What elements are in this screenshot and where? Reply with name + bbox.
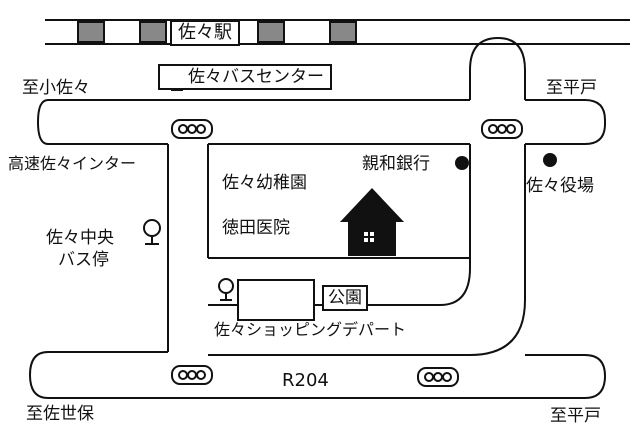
destination-hirado-bottom: 至平戸	[550, 406, 601, 426]
traffic-light-icon	[171, 119, 213, 139]
traffic-light-icon	[171, 365, 213, 385]
route-label: R204	[282, 370, 329, 391]
clinic-label: 徳田医院	[222, 218, 290, 238]
bus-stop-label-line2: バス停	[58, 250, 109, 270]
location-dot-icon	[455, 156, 469, 170]
destination-kosaza: 至小佐々	[22, 78, 90, 98]
bus-center-label: 佐々バスセンター	[158, 64, 332, 90]
bus-stop-icon	[218, 278, 234, 301]
highway-interchange: 高速佐々インター	[8, 154, 137, 173]
bus-stop-label-line1: 佐々中央	[46, 228, 114, 248]
station-label: 佐々駅	[170, 20, 240, 46]
town-office-label: 佐々役場	[526, 176, 594, 196]
bank-label: 親和銀行	[362, 154, 430, 174]
railway-track	[45, 19, 630, 45]
park-label: 公園	[322, 285, 368, 311]
traffic-light-icon	[417, 367, 459, 387]
traffic-light-icon	[481, 119, 523, 139]
bus-stop-icon	[143, 219, 161, 245]
destination-hirado-top: 至平戸	[546, 78, 597, 98]
department-store-label: 佐々ショッピングデパート	[214, 320, 407, 339]
destination-sasebo: 至佐世保	[26, 404, 94, 424]
kindergarten-label: 佐々幼稚園	[222, 173, 307, 193]
location-dot-icon	[543, 153, 557, 167]
home-icon	[340, 188, 404, 256]
